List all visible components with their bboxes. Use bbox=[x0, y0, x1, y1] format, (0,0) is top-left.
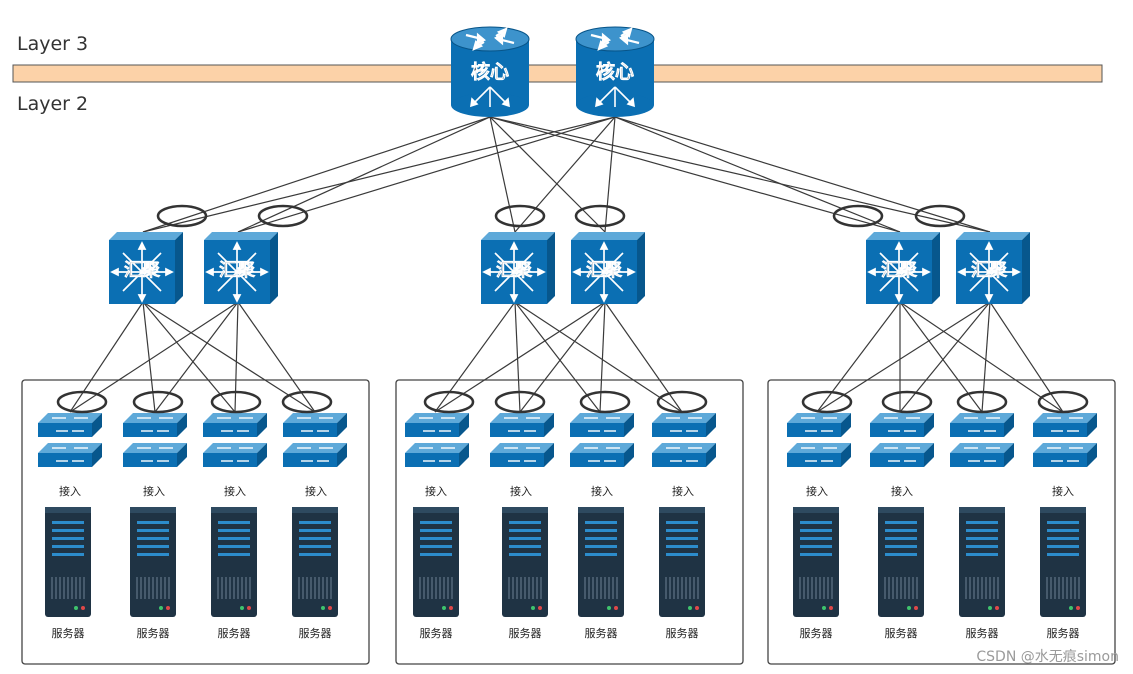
access-switch bbox=[282, 412, 348, 468]
access-label: 接入 bbox=[672, 485, 694, 498]
layer-3-label: Layer 3 bbox=[17, 33, 89, 55]
server-label: 服务器 bbox=[965, 627, 999, 640]
server-label: 服务器 bbox=[799, 627, 833, 640]
server bbox=[210, 506, 258, 618]
server bbox=[1039, 506, 1087, 618]
aggregation-label: 汇聚 bbox=[496, 260, 533, 281]
access-switch bbox=[949, 412, 1015, 468]
server-label: 服务器 bbox=[419, 627, 453, 640]
access-switch bbox=[37, 412, 103, 468]
aggregation-switch: 汇聚 bbox=[570, 231, 646, 305]
aggregation-label: 汇聚 bbox=[881, 260, 918, 281]
access-switch bbox=[202, 412, 268, 468]
access-switch bbox=[569, 412, 635, 468]
aggregation-switch: 汇聚 bbox=[955, 231, 1031, 305]
server-label: 服务器 bbox=[217, 627, 251, 640]
access-switch bbox=[489, 412, 555, 468]
access-switch bbox=[869, 412, 935, 468]
core-label: 核心 bbox=[596, 60, 634, 83]
aggregation-label: 汇聚 bbox=[971, 260, 1008, 281]
access-label: 接入 bbox=[591, 485, 613, 498]
server bbox=[658, 506, 706, 618]
lag-ellipses-access bbox=[56, 390, 1089, 414]
access-switch bbox=[1032, 412, 1098, 468]
pod-box-3 bbox=[767, 379, 1116, 665]
access-label: 接入 bbox=[224, 485, 246, 498]
layer-boundary-band bbox=[12, 64, 1103, 83]
watermark: CSDN @水无痕simon bbox=[976, 649, 1119, 665]
server-label: 服务器 bbox=[136, 627, 170, 640]
access-label: 接入 bbox=[59, 485, 81, 498]
access-label: 接入 bbox=[1052, 485, 1074, 498]
server-label: 服务器 bbox=[584, 627, 618, 640]
pod-box-1 bbox=[21, 379, 370, 665]
aggregation-label: 汇聚 bbox=[219, 260, 256, 281]
access-switch bbox=[651, 412, 717, 468]
server bbox=[792, 506, 840, 618]
aggregation-label: 汇聚 bbox=[586, 260, 623, 281]
server-label: 服务器 bbox=[1046, 627, 1080, 640]
core-router-1: 核心 bbox=[449, 25, 531, 119]
access-label: 接入 bbox=[891, 485, 913, 498]
server bbox=[877, 506, 925, 618]
core-router-2: 核心 bbox=[574, 25, 656, 119]
server bbox=[412, 506, 460, 618]
aggregation-switch: 汇聚 bbox=[480, 231, 556, 305]
lag-ellipses-aggregation bbox=[156, 204, 966, 228]
server-label: 服务器 bbox=[51, 627, 85, 640]
server-label: 服务器 bbox=[298, 627, 332, 640]
server bbox=[291, 506, 339, 618]
server bbox=[129, 506, 177, 618]
server-label: 服务器 bbox=[665, 627, 699, 640]
access-label: 接入 bbox=[305, 485, 327, 498]
access-switch bbox=[122, 412, 188, 468]
core-label: 核心 bbox=[471, 60, 509, 83]
aggregation-switch: 汇聚 bbox=[108, 231, 184, 305]
access-switch bbox=[404, 412, 470, 468]
aggregation-switch: 汇聚 bbox=[203, 231, 279, 305]
access-label: 接入 bbox=[143, 485, 165, 498]
access-label: 接入 bbox=[806, 485, 828, 498]
server bbox=[958, 506, 1006, 618]
access-label: 接入 bbox=[510, 485, 532, 498]
core-aggregation-links bbox=[142, 116, 991, 233]
server-label: 服务器 bbox=[508, 627, 542, 640]
aggregation-switch: 汇聚 bbox=[865, 231, 941, 305]
layer-2-label: Layer 2 bbox=[17, 93, 89, 115]
server bbox=[501, 506, 549, 618]
pod-box-2 bbox=[395, 379, 744, 665]
server-label: 服务器 bbox=[884, 627, 918, 640]
aggregation-label: 汇聚 bbox=[124, 260, 161, 281]
access-switch bbox=[786, 412, 852, 468]
access-label: 接入 bbox=[425, 485, 447, 498]
server bbox=[577, 506, 625, 618]
server bbox=[44, 506, 92, 618]
